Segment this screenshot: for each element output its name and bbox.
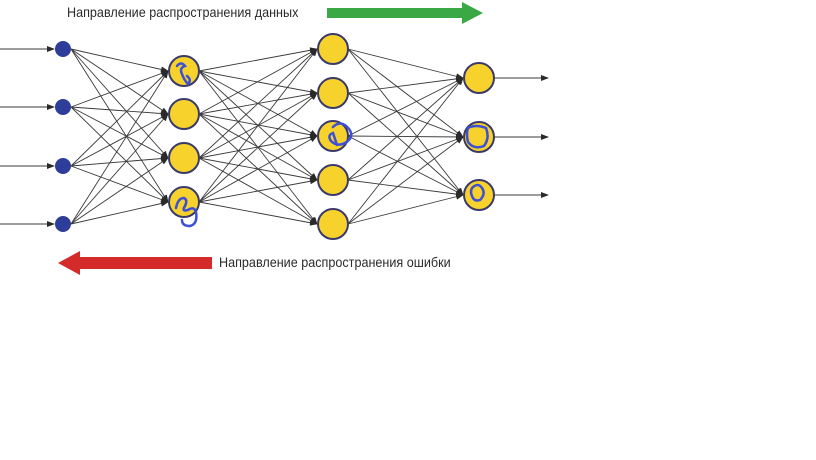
connection-edge <box>347 136 464 225</box>
connection-edge <box>347 92 464 138</box>
connection-edge <box>70 155 169 167</box>
connection-edge <box>347 77 464 225</box>
connection-edge <box>70 70 169 108</box>
hidden-1-neuron <box>168 55 200 87</box>
connection-edge <box>70 113 169 167</box>
connection-edge <box>347 92 464 196</box>
connection-edge <box>198 48 318 203</box>
output-neuron <box>463 62 495 94</box>
connection-edge <box>347 77 464 181</box>
connection-edge <box>70 165 169 203</box>
connection-edge <box>347 135 464 196</box>
handwritten-annotations <box>174 62 489 228</box>
connection-edge <box>198 201 318 226</box>
connections <box>70 47 464 226</box>
input-neuron <box>55 216 71 232</box>
connection-edge <box>70 70 169 167</box>
hidden-1-neuron <box>168 186 200 218</box>
connection-edge <box>198 178 318 203</box>
connection-edge <box>347 48 464 138</box>
connection-edge <box>70 106 169 117</box>
connection-edge <box>70 157 169 225</box>
connection-edge <box>347 77 464 137</box>
hidden-1-neuron <box>168 142 200 174</box>
hidden-2-neuron <box>317 77 349 109</box>
connection-edge <box>198 92 318 203</box>
connection-edge <box>347 48 464 196</box>
connection-edge <box>198 135 318 203</box>
annotation-scribble <box>174 196 198 228</box>
annotation-scribble <box>469 183 485 202</box>
neurons <box>55 33 495 240</box>
connection-edge <box>347 48 464 80</box>
connection-edge <box>347 193 464 225</box>
hidden-2-neuron <box>317 33 349 65</box>
connection-edge <box>347 75 464 94</box>
forward-direction-arrow <box>327 2 483 24</box>
hidden-1-neuron <box>168 98 200 130</box>
connection-edge <box>70 48 169 203</box>
hidden-2-neuron <box>317 164 349 196</box>
connection-edge <box>70 106 169 203</box>
annotation-scribble <box>465 124 489 149</box>
input-neuron <box>55 41 71 57</box>
input-neuron <box>55 99 71 115</box>
input-output-lines <box>0 46 549 227</box>
connection-edge <box>198 48 318 159</box>
connection-edge <box>198 47 318 72</box>
connection-edge <box>70 48 169 115</box>
backward-direction-arrow <box>58 251 212 275</box>
connection-edge <box>70 48 169 159</box>
connection-edge <box>347 133 464 140</box>
annotation-scribble <box>175 62 191 86</box>
connection-edge <box>347 136 464 181</box>
hidden-2-neuron <box>317 208 349 240</box>
forward-direction-label: Направление распространения данных <box>67 4 299 20</box>
connection-edge <box>198 48 318 115</box>
connection-edge <box>70 48 169 73</box>
annotation-scribble <box>328 122 353 147</box>
connection-edge <box>70 106 169 159</box>
connection-edge <box>347 179 464 198</box>
input-neuron <box>55 158 71 174</box>
backward-direction-label: Направление распространения ошибки <box>219 254 451 270</box>
connection-edge <box>70 200 169 225</box>
connection-edge <box>70 70 169 225</box>
connection-edge <box>70 113 169 225</box>
